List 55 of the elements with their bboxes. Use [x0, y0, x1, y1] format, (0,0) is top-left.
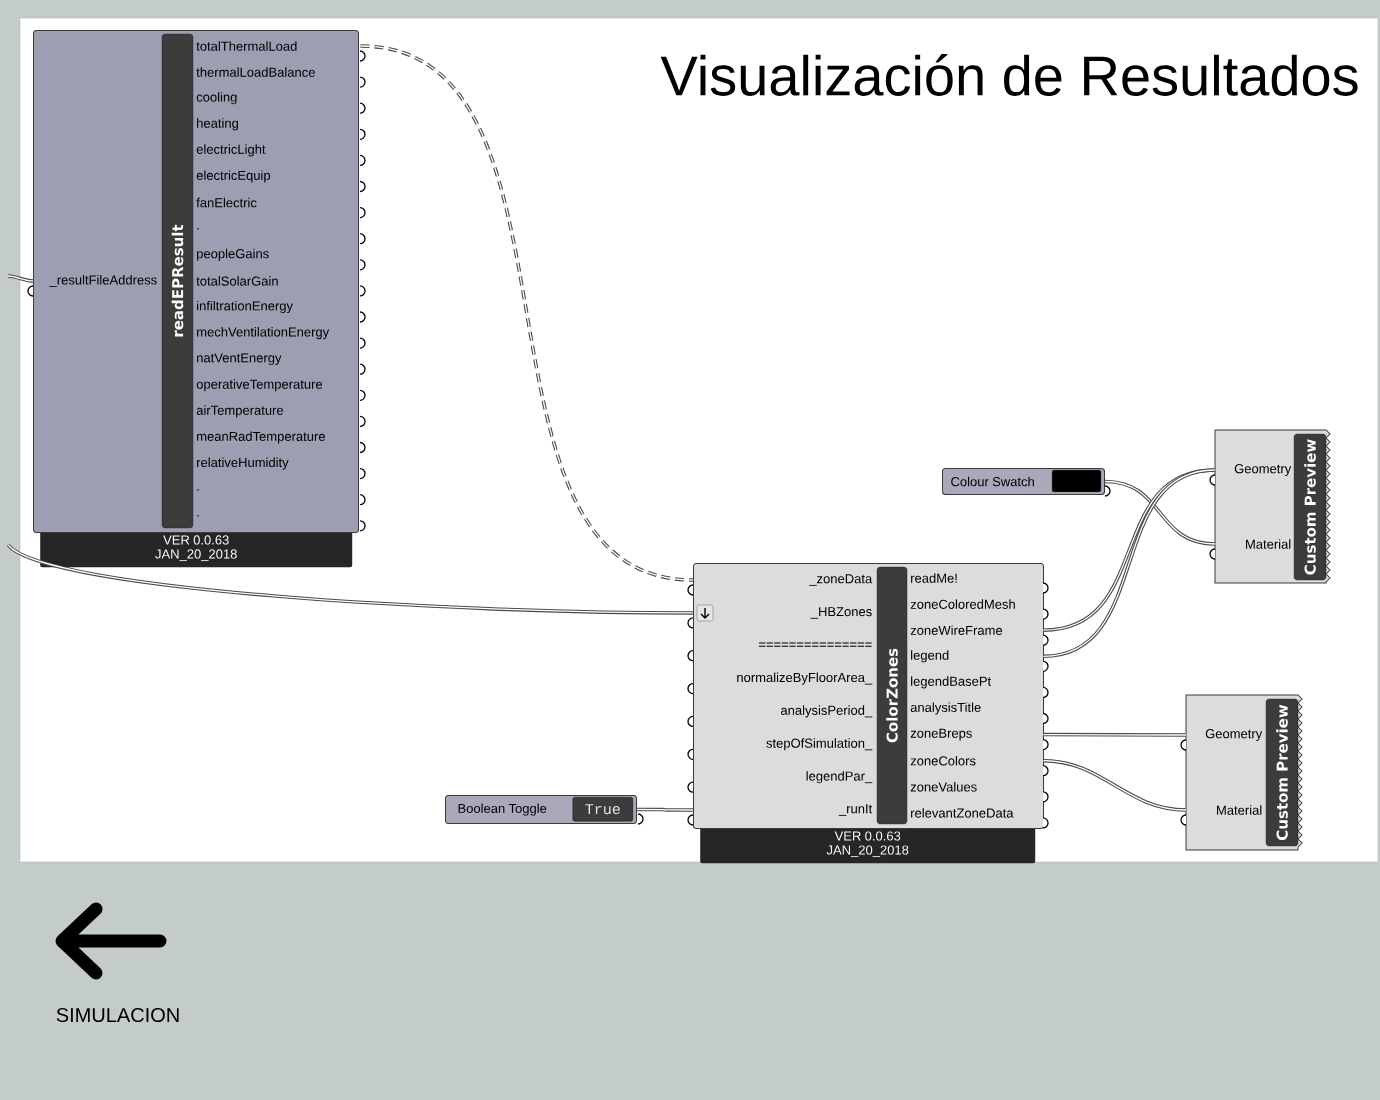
output-parameter: relativeHumidity: [197, 457, 366, 480]
output-parameter: .: [197, 515, 366, 532]
output-parameter: legendBasePt: [911, 676, 1049, 699]
wire: [359, 44, 694, 582]
output-parameter: totalThermalLoad: [196, 41, 366, 62]
output-parameter: natVentEnergy: [197, 353, 366, 375]
output-parameter: zoneColoredMesh: [910, 599, 1049, 620]
input-parameter: stepOfSimulation_: [687, 738, 873, 760]
output-parameter: infiltrationEnergy: [197, 300, 366, 323]
input-parameter: normalizeByFloorArea_: [687, 672, 873, 695]
output-parameter: electricEquip: [196, 170, 366, 193]
output-parameter: cooling: [196, 92, 366, 114]
output-parameter: .: [197, 228, 366, 245]
output-parameter: thermalLoadBalance: [196, 67, 366, 88]
wire: [1042, 758, 1187, 812]
output-parameter: zoneWireFrame: [910, 625, 1049, 646]
wire: [1042, 732, 1187, 737]
output-parameter: airTemperature: [196, 405, 366, 428]
wire: [7, 274, 34, 283]
input-parameter: ===============: [687, 642, 872, 662]
component-name-bar: readEPResult: [161, 33, 194, 529]
input-parameter: _resultFileAddress: [27, 275, 157, 297]
input-parameter: _runIt: [687, 804, 873, 826]
output-parameter: legend: [911, 650, 1049, 672]
component-name-bar: Custom Preview: [1293, 433, 1327, 581]
wire: [636, 807, 694, 812]
output-parameter: heating: [197, 118, 366, 140]
input-parameter: analysisPeriod_: [687, 705, 873, 728]
arrow-label: SIMULACION: [56, 1007, 179, 1023]
input-parameter: Geometry: [1209, 464, 1292, 486]
wire: [1104, 479, 1216, 546]
output-parameter: mechVentilationEnergy: [197, 327, 366, 349]
input-parameter: legendPar_: [687, 771, 873, 793]
output-parameter: zoneValues: [910, 782, 1049, 803]
wire: [7, 543, 694, 615]
input-parameter: _zoneData: [687, 574, 873, 596]
output-parameter: readMe!: [911, 573, 1049, 594]
output-parameter: meanRadTemperature: [197, 431, 366, 454]
boolean-toggle: Boolean Toggle True: [445, 795, 644, 825]
input-parameter: Geometry: [1180, 729, 1263, 751]
component-name-bar: Custom Preview: [1265, 698, 1299, 847]
input-parameter: Material: [1209, 539, 1291, 560]
input-parameter: Material: [1180, 805, 1262, 826]
output-parameter: totalSolarGain: [196, 276, 366, 297]
component-name-bar: ColorZones: [876, 566, 908, 825]
input-parameter: _HBZones: [687, 607, 872, 629]
output-parameter: electricLight: [196, 144, 366, 167]
output-parameter: operativeTemperature: [196, 379, 366, 401]
output-parameter: fanElectric: [196, 197, 366, 219]
title: Visualización de Resultados: [660, 54, 1358, 96]
output-parameter: zoneColors: [910, 755, 1049, 777]
output-parameter: peopleGains: [197, 248, 366, 271]
output-parameter: zoneBreps: [910, 728, 1049, 751]
output-parameter: .: [197, 489, 366, 506]
output-parameter: analysisTitle: [910, 702, 1049, 725]
